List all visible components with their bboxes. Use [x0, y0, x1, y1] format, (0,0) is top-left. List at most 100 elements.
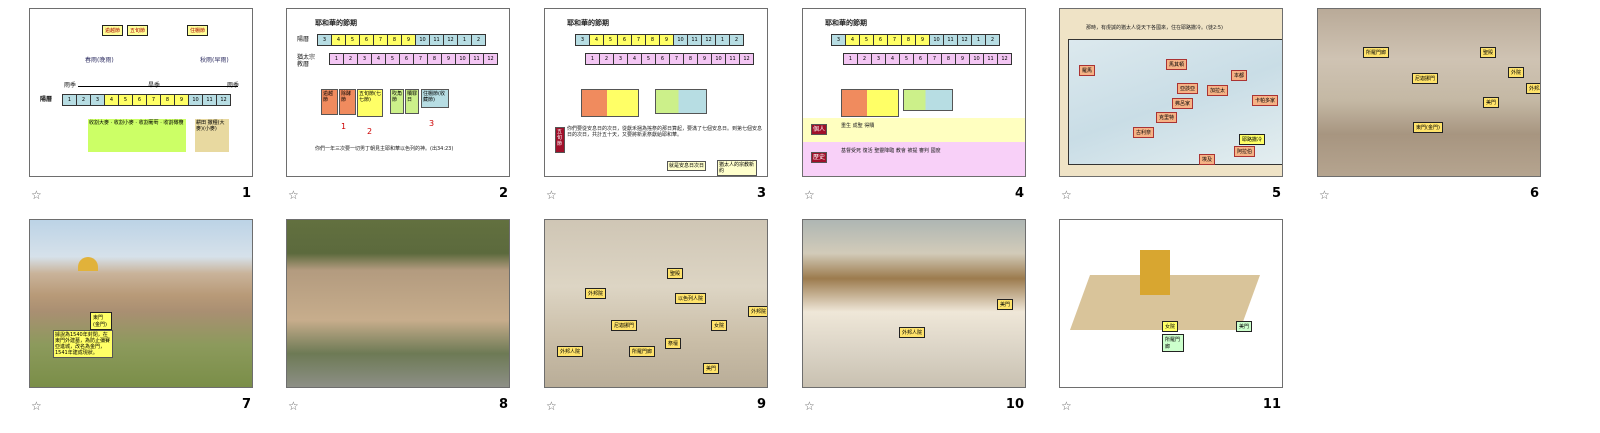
band-personal: 個人 重生 成聖 得贖: [803, 118, 1025, 142]
month-cell: 11: [469, 53, 484, 65]
feast-box: 吹角節: [390, 89, 404, 114]
photo-label: 美門: [703, 363, 720, 374]
season-label: 雨季: [64, 82, 77, 89]
slide-title: 耶和華的節期: [825, 19, 867, 27]
slide-thumbnail-5[interactable]: 那時，有虔誠的猶太人從天下各國來，住在耶路撒冷。(徒2:5) 羅馬 馬其頓 亞該…: [1059, 8, 1283, 177]
slide-number: 1: [241, 186, 251, 201]
star-icon[interactable]: ☆: [288, 188, 299, 202]
dome-shape: [78, 257, 98, 271]
photo-label: 祭壇: [665, 338, 682, 349]
place-label: 阿拉伯: [1234, 146, 1256, 157]
month-cell: 10: [969, 53, 984, 65]
month-cell: 2: [343, 53, 358, 65]
slide-number: 9: [756, 397, 766, 412]
month-cell: 7: [669, 53, 684, 65]
place-label: 亞該亞: [1177, 83, 1199, 94]
feast-box: 贖罪日: [405, 89, 419, 114]
slide-thumbnail-8[interactable]: [286, 219, 510, 388]
month-cell: 4: [845, 34, 860, 46]
month-cell: 3: [871, 53, 886, 65]
month-cell: 6: [359, 34, 374, 46]
feast-box: 除酵節: [339, 89, 356, 115]
month-cell: 4: [371, 53, 386, 65]
month-cell: 11: [429, 34, 444, 46]
row-label: 陽曆: [297, 36, 310, 43]
star-icon[interactable]: ☆: [1061, 188, 1072, 202]
month-cell: 7: [373, 34, 388, 46]
star-icon[interactable]: ☆: [31, 399, 42, 413]
photo-label: 聖殿: [1480, 47, 1497, 58]
month-cell: 5: [899, 53, 914, 65]
slide-number: 5: [1271, 186, 1281, 201]
month-cell: 12: [997, 53, 1012, 65]
month-cell: 7: [146, 94, 161, 106]
star-icon[interactable]: ☆: [1061, 399, 1072, 413]
place-label: 耶路撒冷: [1239, 134, 1266, 145]
place-label: 羅馬: [1079, 65, 1096, 76]
slide-thumbnail-7[interactable]: 東門(金門) 據說為1540年封閉，在東門外建墓，為防止彌賽亞進城，改名為金門，…: [29, 219, 253, 388]
photo-label: 外邦人院: [899, 327, 926, 338]
star-icon[interactable]: ☆: [1319, 188, 1330, 202]
month-cell: 9: [955, 53, 970, 65]
month-cell: 2: [729, 34, 744, 46]
photo-label: 外邦人院: [557, 346, 584, 357]
month-cell: 6: [913, 53, 928, 65]
month-cell: 2: [985, 34, 1000, 46]
month-cell: 4: [104, 94, 119, 106]
month-cell: 11: [687, 34, 702, 46]
slide-thumbnail-11[interactable]: 女院 美門 所羅門廊: [1059, 219, 1283, 388]
feast-label: 五旬節: [127, 25, 149, 36]
slide-number: 2: [498, 186, 508, 201]
slide-thumbnail-10[interactable]: 外邦人院 美門: [802, 219, 1026, 388]
photo-label: 所羅門廊: [629, 346, 656, 357]
slide-thumbnail-1[interactable]: 逾越節 五旬節 住棚節 春雨(晚雨) 秋雨(早雨) 雨季 旱季 雨季 陽曆 12…: [29, 8, 253, 177]
slide-number: 8: [498, 397, 508, 412]
note-box: 據說為1540年封閉，在東門外建墓，為防止彌賽亞進城，改名為金門，1541年建成…: [53, 330, 113, 358]
month-cell: 3: [90, 94, 105, 106]
month-cell: 2: [857, 53, 872, 65]
month-cell: 9: [401, 34, 416, 46]
month-cell: 8: [160, 94, 175, 106]
band-label: 個人: [811, 124, 828, 136]
month-cell: 1: [715, 34, 730, 46]
feast-box: [903, 89, 953, 111]
slide-number: 3: [756, 186, 766, 201]
row-label: 陽曆: [40, 96, 53, 103]
star-icon[interactable]: ☆: [31, 188, 42, 202]
star-icon[interactable]: ☆: [546, 188, 557, 202]
star-icon[interactable]: ☆: [546, 399, 557, 413]
month-cell: 8: [901, 34, 916, 46]
month-cell: 11: [983, 53, 998, 65]
month-cell: 4: [885, 53, 900, 65]
photo-label: 尼迦挪門: [1412, 73, 1439, 84]
photo-label: 東門(金門): [90, 312, 112, 330]
callout: 就是安息日次日: [667, 161, 707, 171]
slide-thumbnail-9[interactable]: 外邦院 聖殿 以色列人院 女院 外邦院 尼迦挪門 祭壇 美門 所羅門廊 外邦人院: [544, 219, 768, 388]
slide-number: 10: [1005, 397, 1024, 412]
slide-title: 耶和華的節期: [315, 19, 357, 27]
star-icon[interactable]: ☆: [804, 399, 815, 413]
group-number: 3: [429, 119, 435, 128]
slide-thumbnail-6[interactable]: 所羅門廊 聖殿 尼迦挪門 外院 美門 外邦人院 東門(金門): [1317, 8, 1541, 177]
month-cell: 12: [739, 53, 754, 65]
rain-label: 春雨(晚雨): [85, 57, 114, 64]
month-cell: 5: [603, 34, 618, 46]
season-line: [78, 86, 238, 87]
feast-box: [841, 89, 899, 117]
month-cell: 8: [941, 53, 956, 65]
star-icon[interactable]: ☆: [288, 399, 299, 413]
star-icon[interactable]: ☆: [804, 188, 815, 202]
month-cell: 5: [385, 53, 400, 65]
month-cell: 8: [683, 53, 698, 65]
photo-label: 外院: [1508, 67, 1525, 78]
group-number: 2: [367, 127, 373, 136]
month-cell: 3: [613, 53, 628, 65]
photo-label: 外邦院: [748, 306, 767, 317]
callout: 猶太人的宗教新約: [717, 160, 757, 176]
